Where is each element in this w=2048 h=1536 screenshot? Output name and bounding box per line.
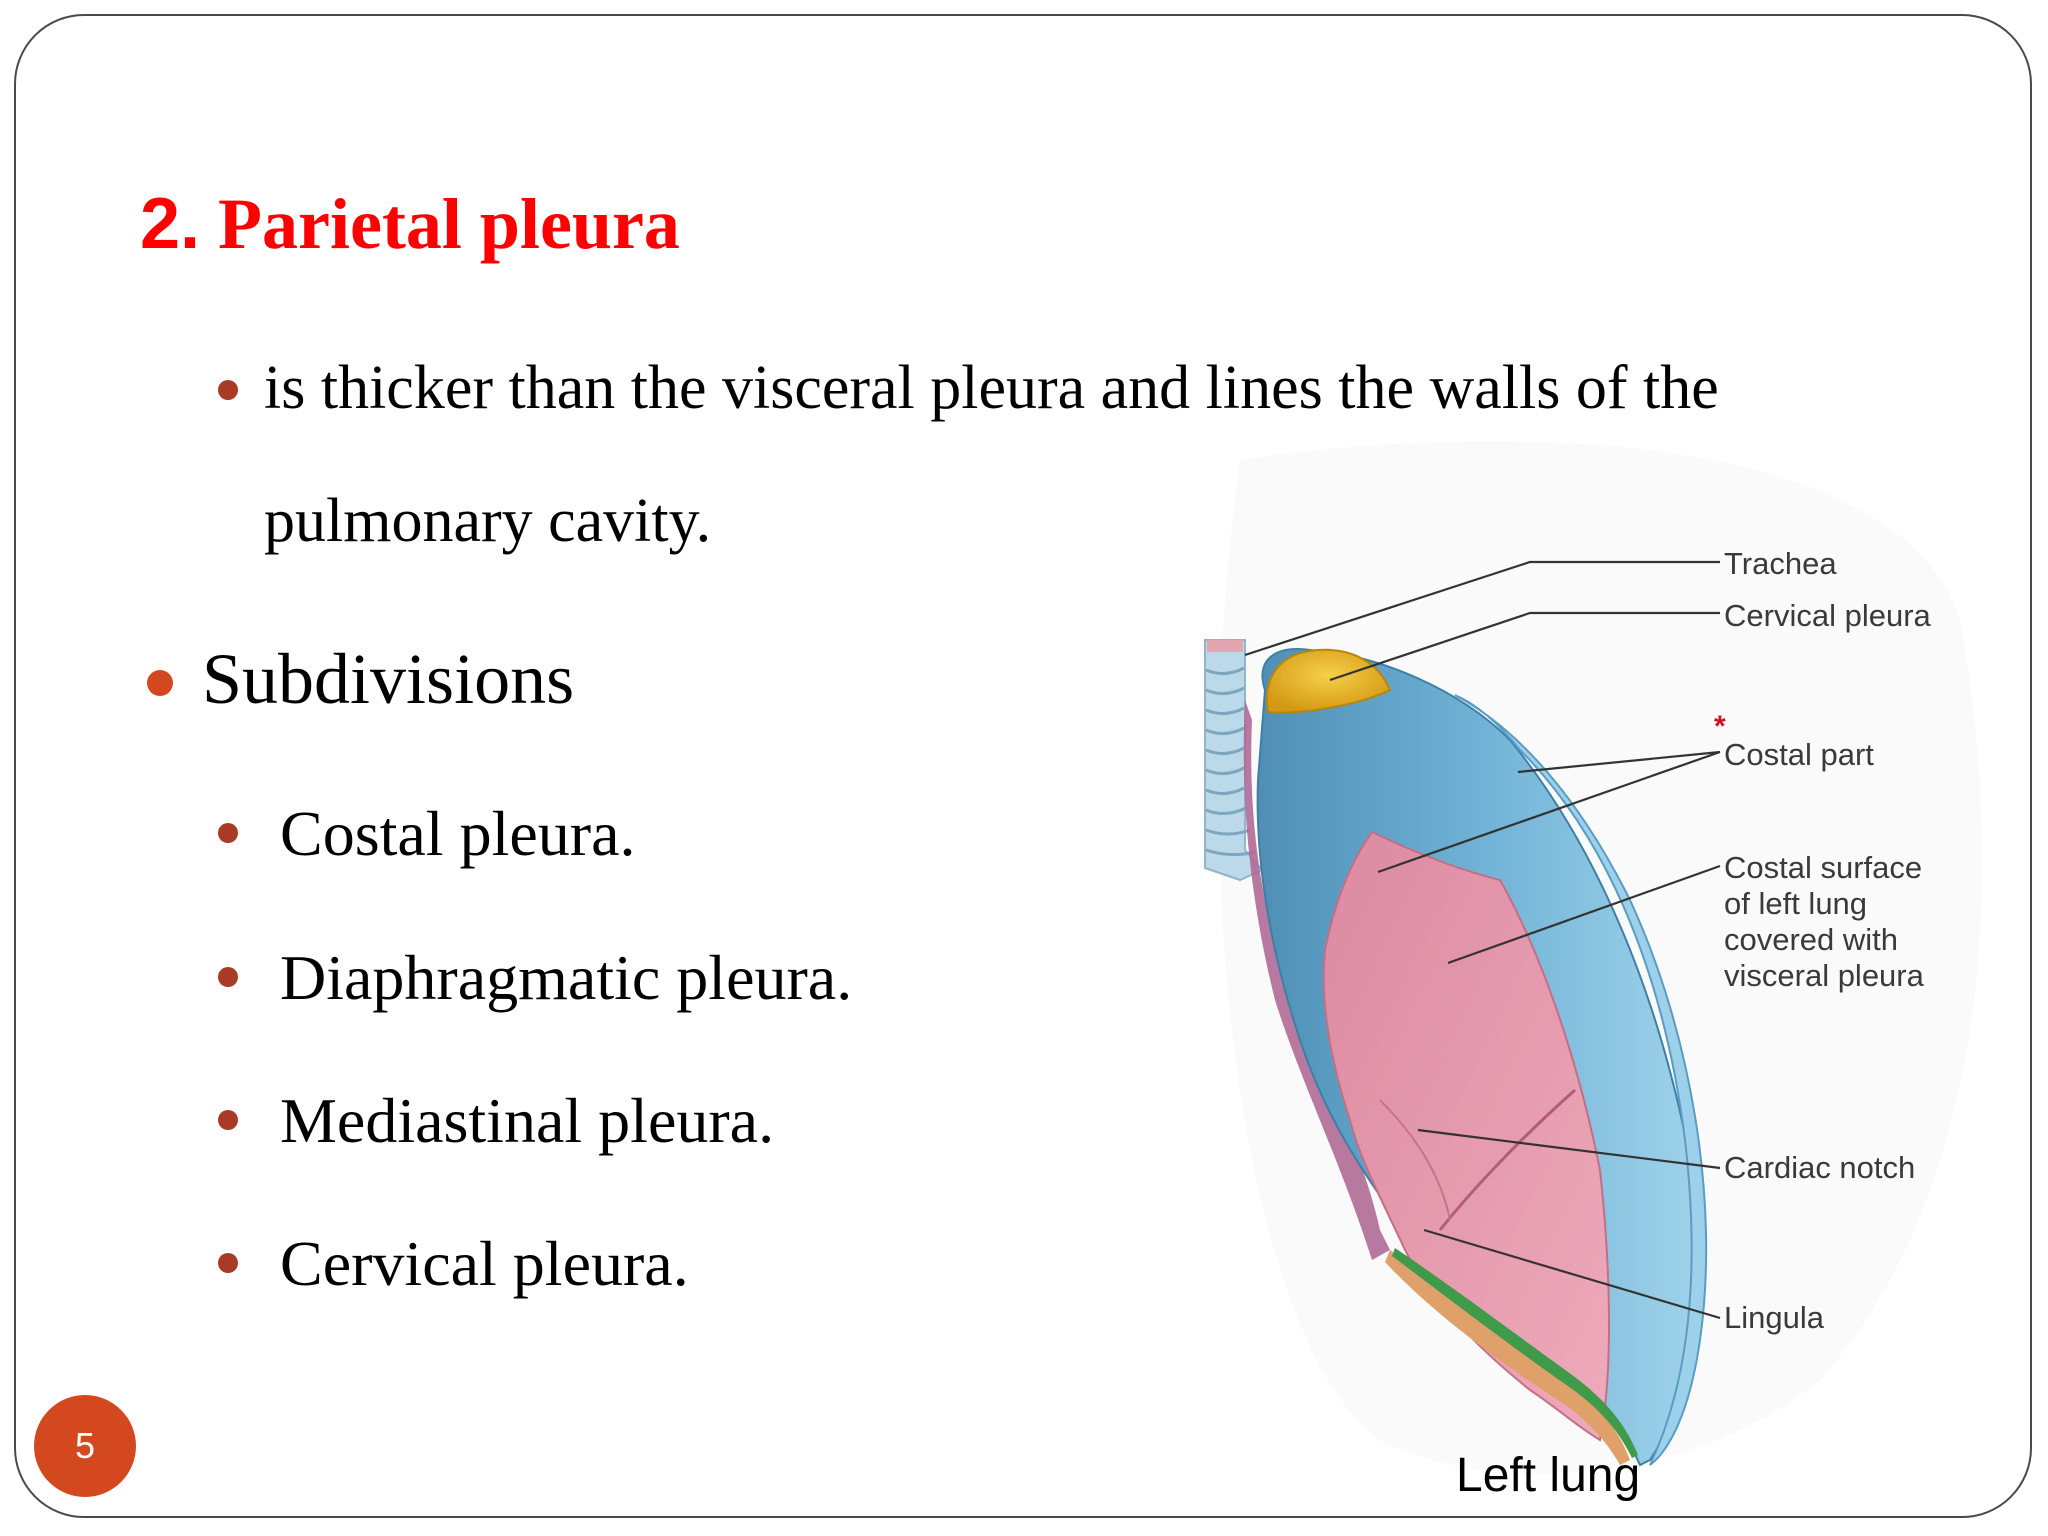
label-costal-surface-line: visceral pleura bbox=[1724, 958, 1924, 993]
leader-line-cervical-pleura bbox=[1329, 611, 1720, 682]
leader-line-lingula bbox=[1423, 1228, 1721, 1320]
bullet-dot bbox=[218, 823, 238, 843]
label-lingula: Lingula bbox=[1724, 1300, 1824, 1335]
section-heading: Subdivisions bbox=[202, 639, 575, 719]
inferior-margin-green bbox=[1392, 1248, 1638, 1458]
intro-line-1: is thicker than the visceral pleura and … bbox=[264, 354, 1719, 422]
figure-caption: Left lung bbox=[1456, 1449, 1641, 1502]
leader-line-costal-surface bbox=[1447, 864, 1721, 965]
list-item: Costal pleura. bbox=[280, 798, 636, 869]
cervical-pleura-cap bbox=[1266, 648, 1392, 714]
fissure-line bbox=[1379, 1099, 1451, 1221]
bullet-dot bbox=[218, 967, 238, 987]
list-item: Mediastinal pleura. bbox=[280, 1085, 775, 1156]
label-costal-surface: Costal surface of left lung covered with… bbox=[1724, 850, 1924, 994]
bullet-dot bbox=[147, 670, 173, 696]
label-costal-surface-line: covered with bbox=[1724, 922, 1899, 957]
page-number-badge: 5 bbox=[34, 1395, 136, 1497]
label-asterisk: * bbox=[1714, 710, 1726, 743]
list-item: Diaphragmatic pleura. bbox=[280, 942, 853, 1013]
mediastinal-pleura-shape bbox=[1243, 700, 1390, 1260]
bullet-dot bbox=[218, 1253, 238, 1273]
title-text: Parietal pleura bbox=[218, 184, 680, 264]
intro-line-2: pulmonary cavity. bbox=[264, 487, 712, 555]
label-costal-surface-line: of left lung bbox=[1724, 886, 1868, 921]
list-item: Cervical pleura. bbox=[280, 1228, 689, 1299]
leader-line-costal-part-inner bbox=[1377, 750, 1721, 874]
costal-pleura-rim bbox=[1454, 694, 1708, 1466]
title-number: 2. bbox=[140, 184, 201, 264]
label-costal-part: Costal part bbox=[1724, 737, 1874, 772]
leader-line-cardiac-notch bbox=[1417, 1128, 1721, 1170]
label-cardiac-notch: Cardiac notch bbox=[1724, 1150, 1916, 1185]
leader-line-trachea bbox=[1244, 560, 1720, 657]
bullet-dot bbox=[218, 1110, 238, 1130]
page-number: 5 bbox=[74, 1425, 96, 1466]
leader-line-costal-part-outer bbox=[1517, 750, 1721, 774]
slide-title: 2. Parietal pleura bbox=[140, 188, 680, 260]
label-costal-surface-line: Costal surface bbox=[1724, 850, 1923, 885]
inferior-margin-shape bbox=[1385, 1250, 1630, 1465]
bullet-dot bbox=[218, 380, 238, 400]
label-cervical-pleura: Cervical pleura bbox=[1724, 598, 1931, 633]
fissure-line bbox=[1438, 1088, 1576, 1231]
label-trachea: Trachea bbox=[1724, 546, 1837, 581]
